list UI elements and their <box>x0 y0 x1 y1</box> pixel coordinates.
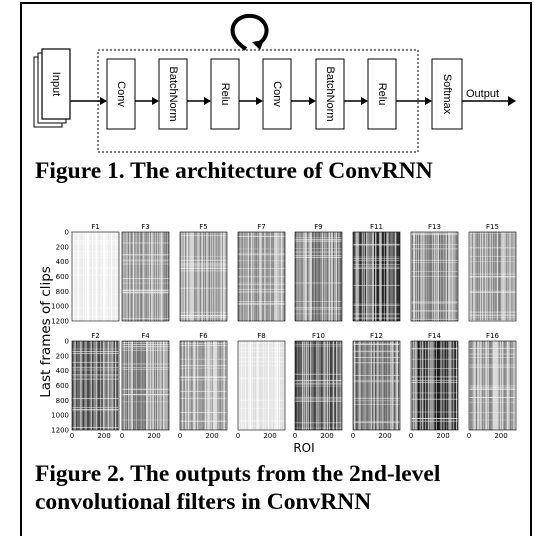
panel-title: F6 <box>199 332 208 340</box>
panel-title: F9 <box>314 223 322 231</box>
panel-title: F5 <box>199 223 207 231</box>
filter-panel-F1: F1 <box>71 223 120 322</box>
panel-title: F10 <box>312 332 325 340</box>
filter-panel-F14: F14 <box>410 332 459 431</box>
x-tick-label: 0 <box>236 432 240 440</box>
layer-label-5: BatchNorm <box>324 66 336 121</box>
panel-title: F4 <box>141 332 150 340</box>
x-tick-label: 0 <box>70 432 74 440</box>
filter-panel-F2: F2 <box>71 332 120 431</box>
figure1-caption: Figure 1. The architecture of ConvRNN <box>35 158 433 184</box>
y-tick-label: 800 <box>56 288 69 296</box>
y-tick-label: 600 <box>56 273 69 281</box>
layer-label-6: Relu <box>376 83 388 106</box>
filter-panel-F3: F3 <box>121 223 170 322</box>
x-tick-label: 200 <box>378 432 391 440</box>
x-tick-label: 0 <box>120 432 124 440</box>
y-tick-label: 200 <box>56 352 69 360</box>
architecture-diagram: Input Conv BatchNorm Relu Conv BatchNorm… <box>33 13 516 153</box>
filter-panel-F6: F6 <box>179 332 228 431</box>
y-tick-label: 200 <box>56 243 69 251</box>
x-tick-label: 0 <box>409 432 413 440</box>
layer-label-1: Conv <box>115 81 127 107</box>
x-tick-label: 0 <box>178 432 182 440</box>
x-tick-label: 200 <box>147 432 160 440</box>
filter-panel-F13: F13 <box>410 223 459 322</box>
panel-title: F13 <box>428 223 441 231</box>
filter-panel-F9: F9 <box>294 223 343 322</box>
x-tick-label: 0 <box>467 432 471 440</box>
x-tick-label: 200 <box>494 432 507 440</box>
filter-panel-F11: F11 <box>352 223 401 322</box>
softmax-label: Softmax <box>441 74 453 115</box>
y-tick-label: 0 <box>65 338 69 346</box>
layer-box-1 <box>106 58 136 130</box>
x-tick-label: 200 <box>205 432 218 440</box>
filter-panel-F4: F4 <box>121 332 170 431</box>
x-axis-label: ROI <box>293 441 314 455</box>
x-tick-label: 200 <box>97 432 110 440</box>
y-tick-label: 800 <box>56 397 69 405</box>
layer-box-3 <box>210 58 240 130</box>
panel-title: F11 <box>370 223 383 231</box>
panel-title: F2 <box>91 332 99 340</box>
flow-arrowheads <box>100 96 516 106</box>
panel-title: F14 <box>428 332 441 340</box>
output-label: Output <box>466 88 499 100</box>
y-tick-label: 1200 <box>51 318 69 326</box>
filter-panel-F10: F10 <box>294 332 343 431</box>
panel-title: F1 <box>91 223 99 231</box>
x-tick-label: 200 <box>320 432 333 440</box>
y-tick-label: 600 <box>56 382 69 390</box>
panel-title: F15 <box>486 223 499 231</box>
recurrence-arrowhead <box>252 40 264 50</box>
y-axis-label: Last frames of clips <box>38 266 54 398</box>
y-tick-label: 0 <box>65 229 69 237</box>
filter-panel-F5: F5 <box>179 223 228 322</box>
panel-title: F16 <box>486 332 499 340</box>
panel-title: F3 <box>141 223 149 231</box>
y-tick-label: 400 <box>56 367 69 375</box>
x-tick-label: 200 <box>436 432 449 440</box>
softmax-box <box>431 58 463 130</box>
filter-outputs-figure: Last frames of clips ROI F10200400600800… <box>38 223 517 455</box>
input-box <box>41 48 71 120</box>
y-tick-label: 400 <box>56 258 69 266</box>
x-tick-label: 0 <box>293 432 297 440</box>
y-tick-label: 1200 <box>51 427 69 435</box>
filter-panel-F16: F16 <box>468 332 517 431</box>
layer-label-4: Conv <box>271 81 283 107</box>
x-tick-label: 200 <box>263 432 276 440</box>
layer-box-4 <box>262 58 292 130</box>
panel-title: F8 <box>257 332 265 340</box>
layer-label-2: BatchNorm <box>167 66 179 121</box>
y-tick-label: 1000 <box>51 303 69 311</box>
x-tick-label: 0 <box>351 432 355 440</box>
panel-title: F12 <box>370 332 383 340</box>
filter-panel-F7: F7 <box>237 223 286 322</box>
input-label: Input <box>50 72 62 96</box>
figure2-caption: Figure 2. The outputs from the 2nd-level… <box>35 461 441 515</box>
filter-panel-F15: F15 <box>468 223 517 322</box>
layer-label-3: Relu <box>219 83 231 106</box>
filter-panel-F12: F12 <box>352 332 401 431</box>
y-tick-label: 1000 <box>51 412 69 420</box>
layer-box-6 <box>367 58 397 130</box>
layer-box-2 <box>158 58 188 130</box>
panel-title: F7 <box>257 223 265 231</box>
filter-panel-F8: F8 <box>237 332 286 431</box>
figure-frame <box>20 2 532 536</box>
layer-box-5 <box>315 58 345 130</box>
recurrence-loop-arrow <box>230 13 269 51</box>
